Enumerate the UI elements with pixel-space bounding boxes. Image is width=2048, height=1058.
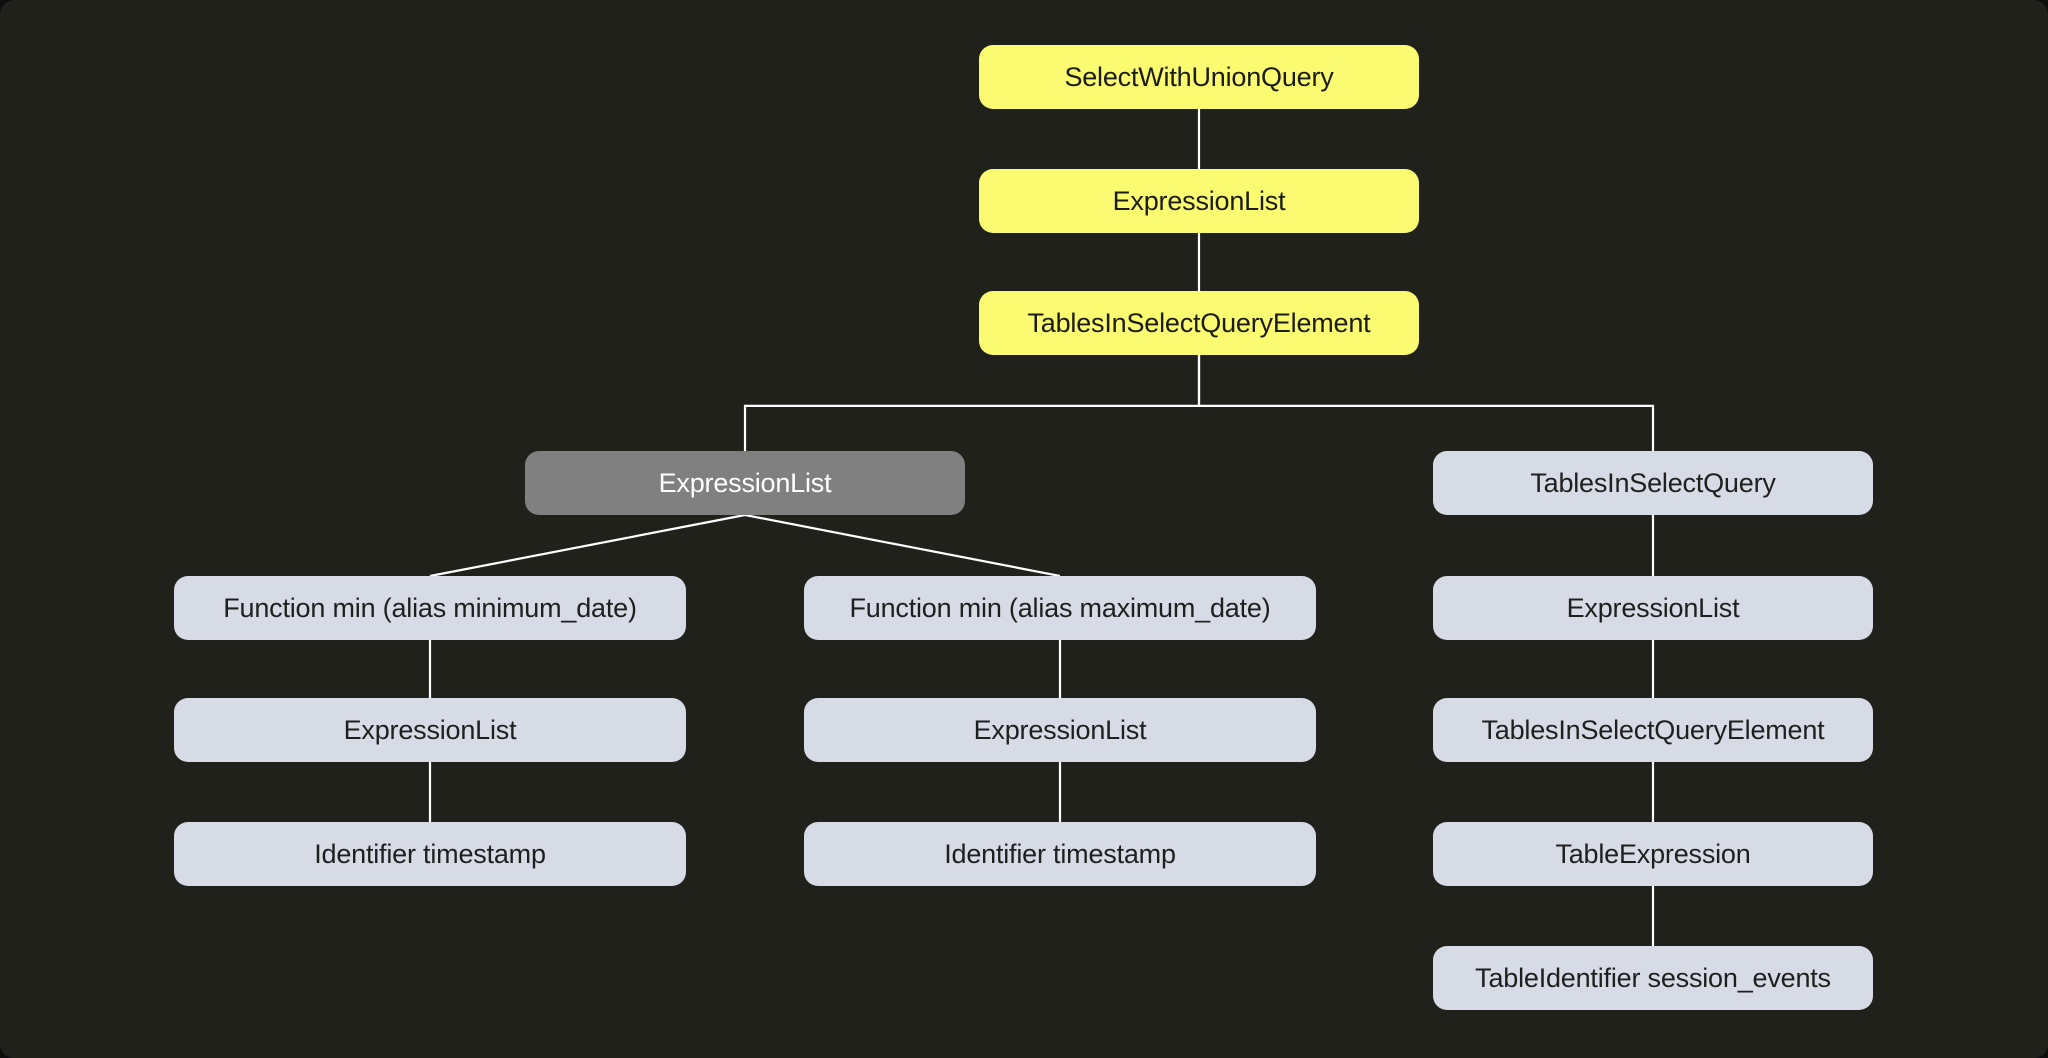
tree-node[interactable]: ExpressionList xyxy=(979,169,1419,233)
tree-node[interactable]: Identifier timestamp xyxy=(804,822,1316,886)
tree-node-label: ExpressionList xyxy=(658,467,832,498)
tree-node-label: SelectWithUnionQuery xyxy=(1064,61,1334,92)
tree-node-label: TablesInSelectQuery xyxy=(1530,467,1776,498)
tree-node-label: Identifier timestamp xyxy=(314,838,546,869)
tree-node-label: TableIdentifier session_events xyxy=(1475,962,1831,993)
tree-node-label: TablesInSelectQueryElement xyxy=(1481,714,1825,745)
tree-edge xyxy=(743,355,1201,451)
tree-node-label: ExpressionList xyxy=(343,714,517,745)
tree-node-label: Function min (alias maximum_date) xyxy=(849,592,1271,623)
tree-node[interactable]: TablesInSelectQuery xyxy=(1433,451,1873,515)
tree-node-label: TableExpression xyxy=(1555,838,1751,869)
tree-node[interactable]: ExpressionList xyxy=(525,451,965,515)
tree-node[interactable]: TableExpression xyxy=(1433,822,1873,886)
tree-node-label: Identifier timestamp xyxy=(944,838,1176,869)
tree-node-label: ExpressionList xyxy=(1112,185,1286,216)
tree-node[interactable]: ExpressionList xyxy=(1433,576,1873,640)
tree-node[interactable]: TablesInSelectQueryElement xyxy=(979,291,1419,355)
tree-node[interactable]: Function min (alias minimum_date) xyxy=(174,576,686,640)
tree-node-label: TablesInSelectQueryElement xyxy=(1027,307,1371,338)
tree-node[interactable]: TablesInSelectQueryElement xyxy=(1433,698,1873,762)
tree-edge xyxy=(744,513,1061,578)
tree-edge xyxy=(1197,355,1655,451)
tree-node[interactable]: Identifier timestamp xyxy=(174,822,686,886)
tree-node-label: Function min (alias minimum_date) xyxy=(223,592,637,623)
tree-node[interactable]: TableIdentifier session_events xyxy=(1433,946,1873,1010)
tree-edge xyxy=(429,513,746,578)
tree-node[interactable]: ExpressionList xyxy=(804,698,1316,762)
tree-node-label: ExpressionList xyxy=(973,714,1147,745)
tree-node[interactable]: ExpressionList xyxy=(174,698,686,762)
tree-node-label: ExpressionList xyxy=(1566,592,1740,623)
tree-node[interactable]: Function min (alias maximum_date) xyxy=(804,576,1316,640)
tree-node[interactable]: SelectWithUnionQuery xyxy=(979,45,1419,109)
